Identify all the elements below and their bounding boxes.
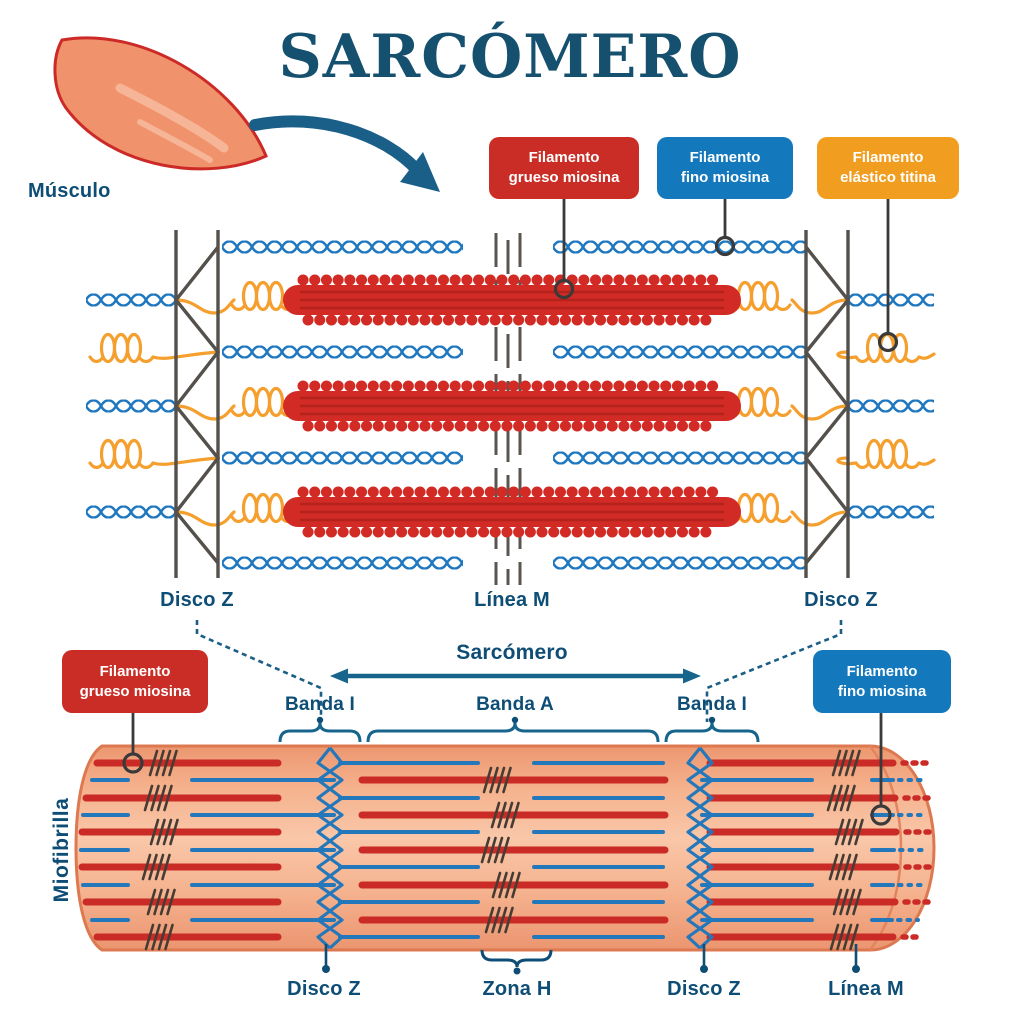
muscle-label: Músculo — [28, 180, 111, 202]
legend-thin-actin-box: Filamento fino miosina — [657, 137, 793, 199]
legend-thick-myosin-box: Filamento grueso miosina — [489, 137, 639, 199]
upper-disco-z-right-label: Disco Z — [804, 589, 878, 611]
lower-thick-line1: Filamento — [99, 662, 171, 680]
sarcomero-label: Sarcómero — [456, 641, 568, 664]
banda-i-right-label: Banda I — [676, 694, 748, 715]
lower-disco-z-right-label: Disco Z — [667, 978, 741, 1000]
upper-sarcomere-diagram — [86, 199, 934, 585]
zoom-arrow — [249, 115, 440, 192]
myofibril-cylinder — [74, 713, 936, 975]
legend-thick-line2: grueso miosina — [508, 169, 620, 186]
legend-pointers-upper — [553, 199, 899, 353]
lower-thin-actin-box: Filamento fino miosina — [813, 650, 951, 713]
lower-disco-z-left-label: Disco Z — [287, 978, 361, 1000]
banda-i-left-label: Banda I — [284, 694, 356, 715]
upper-disco-z-left-label: Disco Z — [160, 589, 234, 611]
zona-h-label: Zona H — [482, 978, 552, 1000]
myofibril-left-section — [78, 749, 336, 951]
lower-thick-line2: grueso miosina — [79, 682, 191, 700]
sarcomere-extent-arrow — [330, 668, 701, 684]
band-braces — [278, 716, 760, 743]
cut-face-stubs — [896, 760, 936, 940]
bottom-callouts — [322, 944, 860, 975]
lower-thin-line2: fino miosina — [837, 682, 927, 700]
myofibril-central-section — [338, 761, 669, 939]
middle-annotations — [195, 620, 843, 743]
page-title: SARCÓMERO — [278, 22, 742, 92]
lower-thin-line1: Filamento — [846, 662, 918, 680]
lower-linea-m-label: Línea M — [828, 978, 904, 1000]
z-disc-lines — [173, 230, 851, 578]
muscle-illustration — [53, 36, 268, 171]
miofibrilla-label: Miofibrilla — [50, 797, 73, 903]
legend-titin-line2: elástico titina — [840, 169, 936, 186]
myofibril-z-zigzags — [316, 747, 714, 950]
legend-thin-line1: Filamento — [689, 149, 761, 167]
legend-thin-line2: fino miosina — [680, 169, 770, 186]
upper-linea-m-label: Línea M — [474, 589, 550, 611]
myofibril-right-section — [700, 749, 936, 951]
legend-pointers-lower — [122, 713, 892, 826]
banda-a-label: Banda A — [476, 694, 554, 715]
legend-titin-box: Filamento elástico titina — [817, 137, 959, 199]
legend-thick-line1: Filamento — [528, 149, 600, 167]
lower-thick-myosin-box: Filamento grueso miosina — [62, 650, 208, 713]
legend-titin-line1: Filamento — [852, 149, 924, 167]
